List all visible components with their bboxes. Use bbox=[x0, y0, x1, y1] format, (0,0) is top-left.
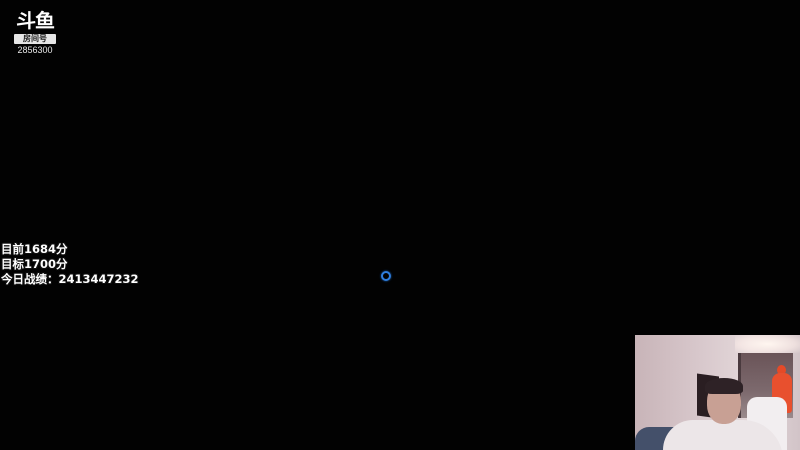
streamer-hair bbox=[705, 378, 743, 394]
loading-spinner-icon bbox=[381, 271, 391, 281]
douyu-logo: 斗鱼 房间号 2856300 bbox=[12, 10, 58, 56]
ceiling-light bbox=[735, 335, 800, 353]
streamer-body bbox=[663, 420, 783, 450]
room-number-label: 房间号 bbox=[14, 34, 56, 44]
douyu-logo-mark: 斗鱼 bbox=[16, 10, 55, 32]
mannequin-head bbox=[777, 365, 786, 375]
stream-overlay-stats: 目前1684分 目标1700分 今日战绩：2413447232 bbox=[1, 242, 139, 287]
target-score: 目标1700分 bbox=[1, 257, 68, 271]
current-score: 目前1684分 bbox=[1, 242, 68, 256]
streamer-webcam bbox=[635, 335, 800, 450]
today-record: 今日战绩：2413447232 bbox=[1, 272, 139, 286]
room-number: 2856300 bbox=[17, 45, 53, 55]
